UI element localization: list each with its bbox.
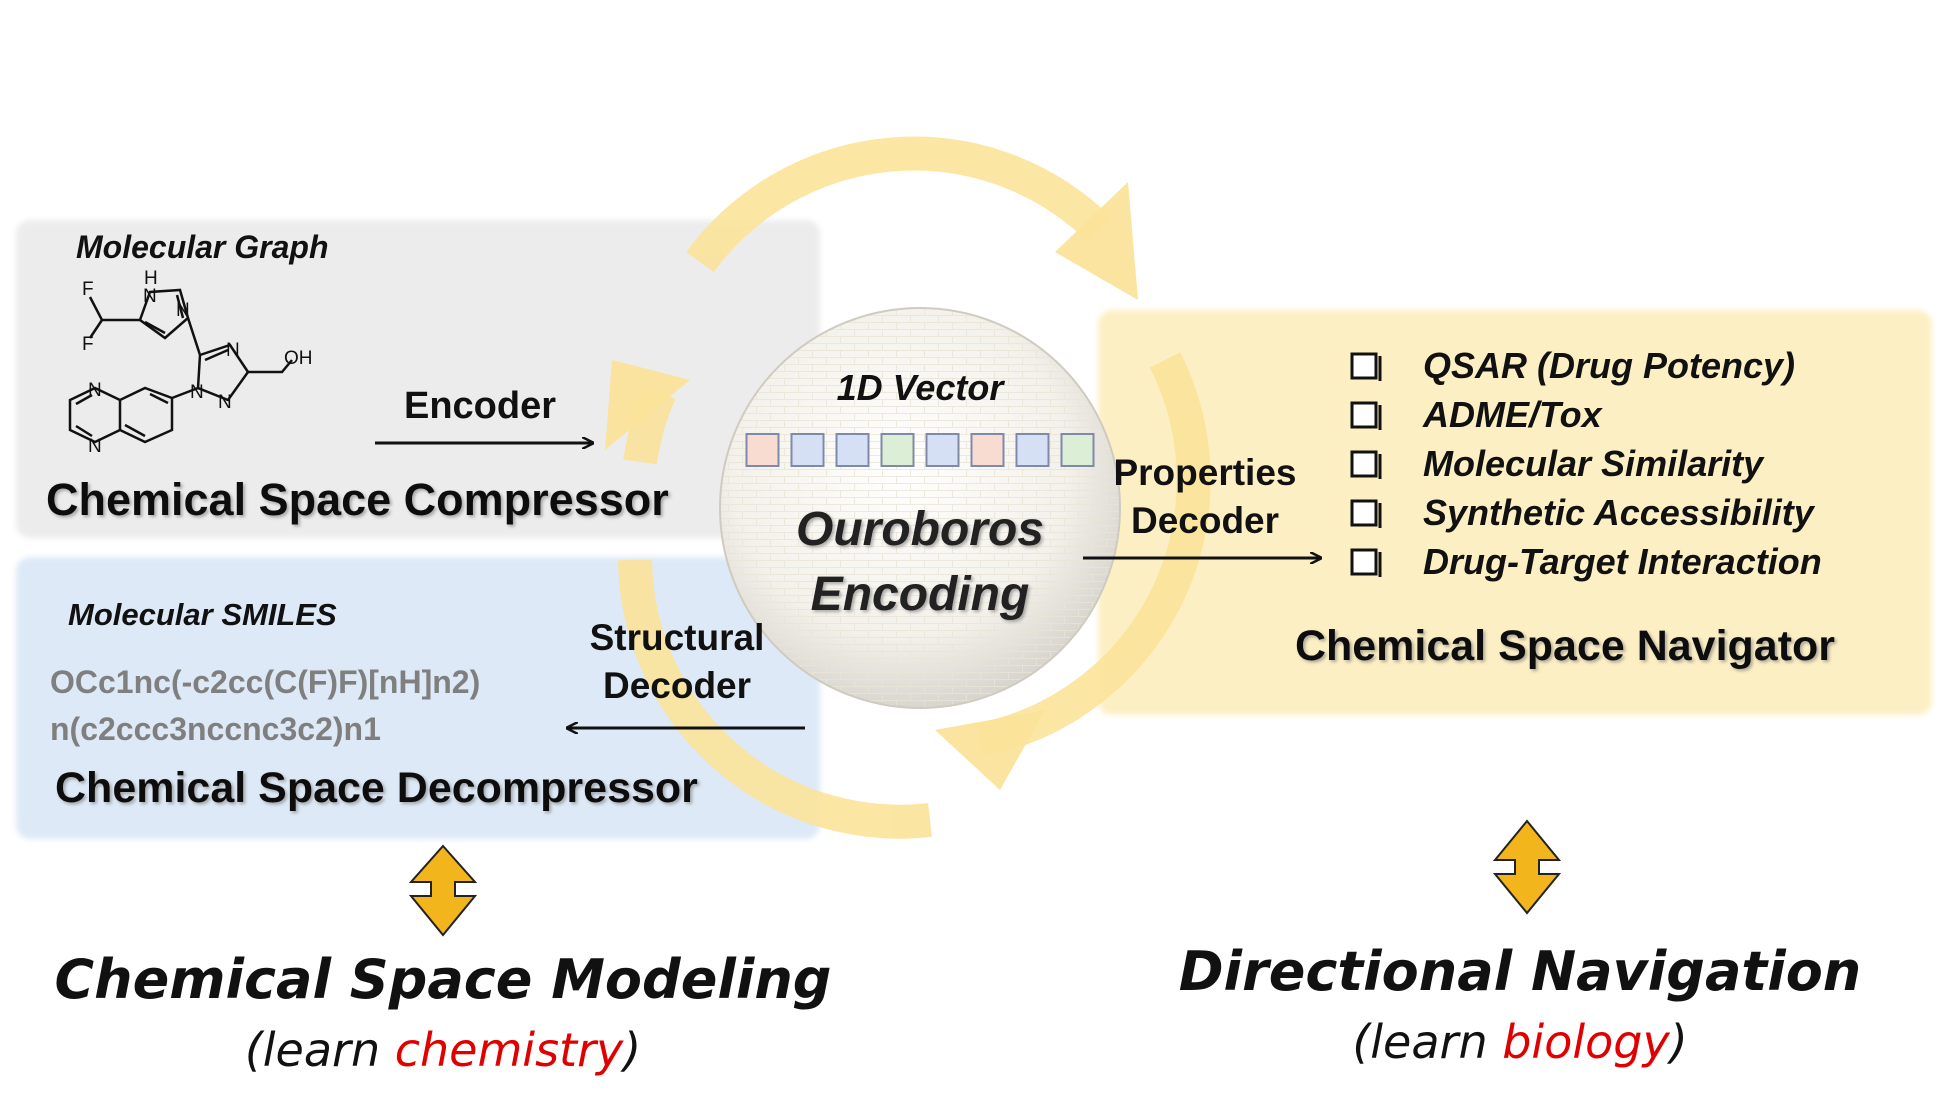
structural-decoder-line2: Decoder <box>603 665 751 706</box>
checkbox-icon <box>1350 401 1378 429</box>
checkbox-icon <box>1350 450 1378 478</box>
ouroboros-cycle-arrows <box>618 136 1211 839</box>
modeling-subtitle: (learn chemistry) <box>245 1023 641 1077</box>
navigator-property-item: ADME/Tox <box>1422 394 1604 435</box>
smiles-line-1: OCc1nc(-c2cc(C(F)F)[nH]n2) <box>50 664 480 700</box>
compressor-panel <box>16 220 820 538</box>
svg-text:N: N <box>226 340 240 361</box>
vector-cell <box>745 433 780 467</box>
vector-label: 1D Vector <box>837 367 1006 408</box>
vector-cell <box>1015 433 1050 467</box>
navigator-title: Chemical Space Navigator <box>1295 622 1835 670</box>
encoder-label: Encoder <box>404 385 556 427</box>
cycle-arrowheads <box>605 182 1138 790</box>
vector-cell <box>925 433 960 467</box>
navigator-panel <box>1098 310 1932 715</box>
structural-decoder-line1: Structural <box>590 617 765 658</box>
navigator-property-item: Drug-Target Interaction <box>1423 541 1822 582</box>
navigator-property-item: Synthetic Accessibility <box>1423 492 1816 533</box>
properties-decoder-line1: Properties <box>1113 452 1296 493</box>
vector-cells <box>745 433 1095 467</box>
navigator-property-item: QSAR (Drug Potency) <box>1423 345 1795 386</box>
properties-decoder-line2: Decoder <box>1131 500 1279 541</box>
decompressor-panel <box>16 557 820 839</box>
navigation-double-arrow <box>1492 819 1562 915</box>
svg-text:N: N <box>176 300 190 321</box>
checkbox-icon <box>1350 352 1378 380</box>
modeling-double-arrow <box>408 844 478 937</box>
checkbox-icon <box>1350 548 1378 576</box>
svg-text:N: N <box>143 286 157 307</box>
smiles-label: Molecular SMILES <box>68 597 337 632</box>
svg-text:H: H <box>144 268 158 289</box>
molecule-atom-labels: F F H N N N N N N N OH <box>82 268 313 457</box>
svg-text:F: F <box>82 279 94 300</box>
decompressor-title: Chemical Space Decompressor <box>55 764 698 812</box>
vector-cell <box>835 433 870 467</box>
compressor-title: Chemical Space Compressor <box>46 474 669 525</box>
svg-text:N: N <box>88 380 102 401</box>
navigation-subtitle: (learn biology) <box>1352 1015 1687 1069</box>
svg-text:N: N <box>218 392 232 413</box>
modeling-title: Chemical Space Modeling <box>55 948 832 1011</box>
smiles-line-2: n(c2ccc3nccnc3c2)n1 <box>50 711 381 747</box>
ouroboros-sphere <box>719 307 1121 709</box>
ouroboros-title-line2: Encoding <box>811 568 1030 621</box>
molecular-graph-label: Molecular Graph <box>76 229 329 265</box>
svg-text:N: N <box>88 436 102 457</box>
modeling-highlight: chemistry <box>395 1023 624 1077</box>
ouroboros-title-line1: Ouroboros <box>796 503 1044 556</box>
checkbox-icon <box>1350 499 1378 527</box>
vector-cell <box>1060 433 1095 467</box>
vector-cell <box>880 433 915 467</box>
vector-cell <box>790 433 825 467</box>
navigation-highlight: biology <box>1502 1015 1670 1069</box>
navigation-title: Directional Navigation <box>1179 940 1862 1003</box>
navigator-property-item: Molecular Similarity <box>1423 443 1765 484</box>
svg-text:N: N <box>190 382 204 403</box>
svg-text:OH: OH <box>284 348 313 369</box>
svg-text:F: F <box>82 334 94 355</box>
molecule-structure <box>68 288 293 444</box>
vector-cell <box>970 433 1005 467</box>
